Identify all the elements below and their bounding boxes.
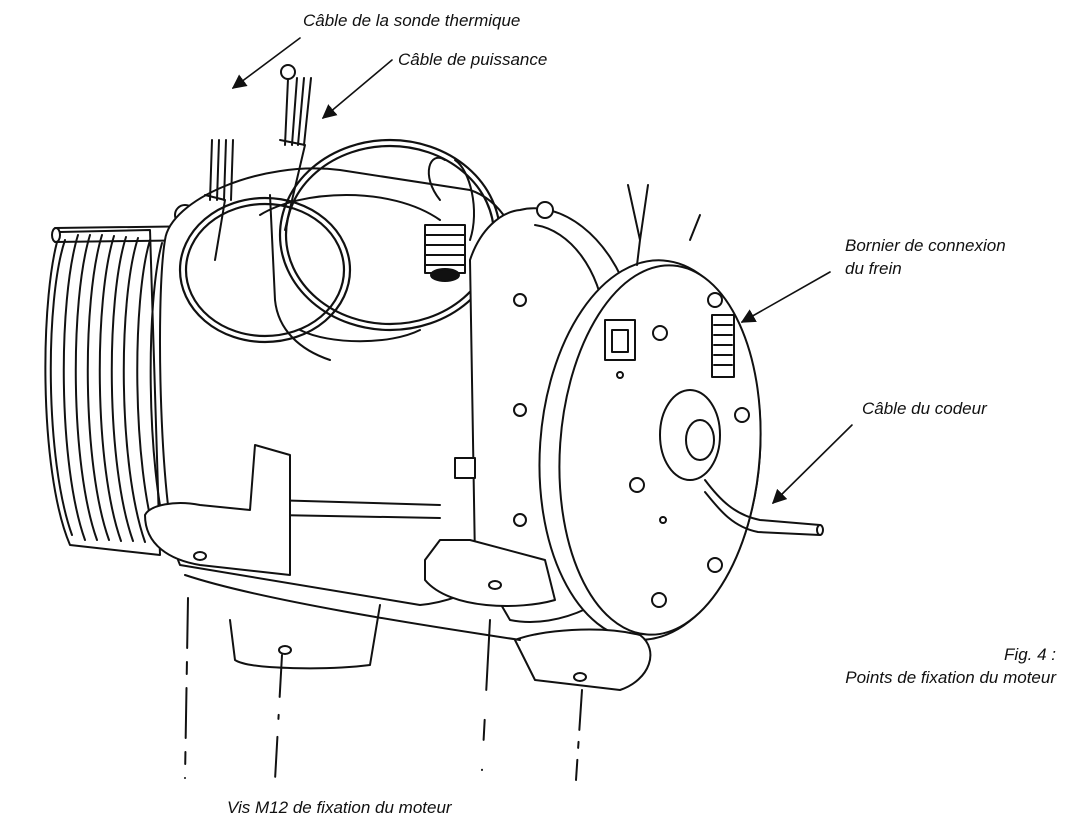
power-cable-wires xyxy=(269,64,331,361)
power-cable-label: Câble de puissance xyxy=(398,50,548,69)
thermal-probe-arrow xyxy=(231,37,301,89)
figure-caption-line2: Points de fixation du moteur xyxy=(845,668,1056,687)
brake-terminal-label-line2: du frein xyxy=(845,259,902,278)
screw-axis-lines xyxy=(184,597,583,781)
encoder-cable-arrow xyxy=(771,424,853,505)
figure-caption-line1: Fig. 4 : xyxy=(1004,645,1056,664)
traction-sheave xyxy=(44,229,169,556)
thermal-probe-cable-label: Câble de la sonde thermique xyxy=(303,11,521,30)
brake-terminal-block xyxy=(711,314,735,378)
leader-arrows xyxy=(231,37,853,505)
encoder-housing xyxy=(538,184,762,641)
brake-terminal-label-line1: Bornier de connexion xyxy=(845,236,1006,255)
brake-terminal-arrow xyxy=(740,271,831,323)
mounting-feet xyxy=(144,444,652,691)
encoder-cable-drawing xyxy=(704,479,824,536)
power-cable-arrow xyxy=(321,59,393,119)
mounting-screws-label: Vis M12 de fixation du moteur xyxy=(227,798,452,817)
thermal-probe-wires xyxy=(204,139,234,261)
cable-gland xyxy=(424,156,476,282)
encoder-cable-label: Câble du codeur xyxy=(862,399,987,418)
